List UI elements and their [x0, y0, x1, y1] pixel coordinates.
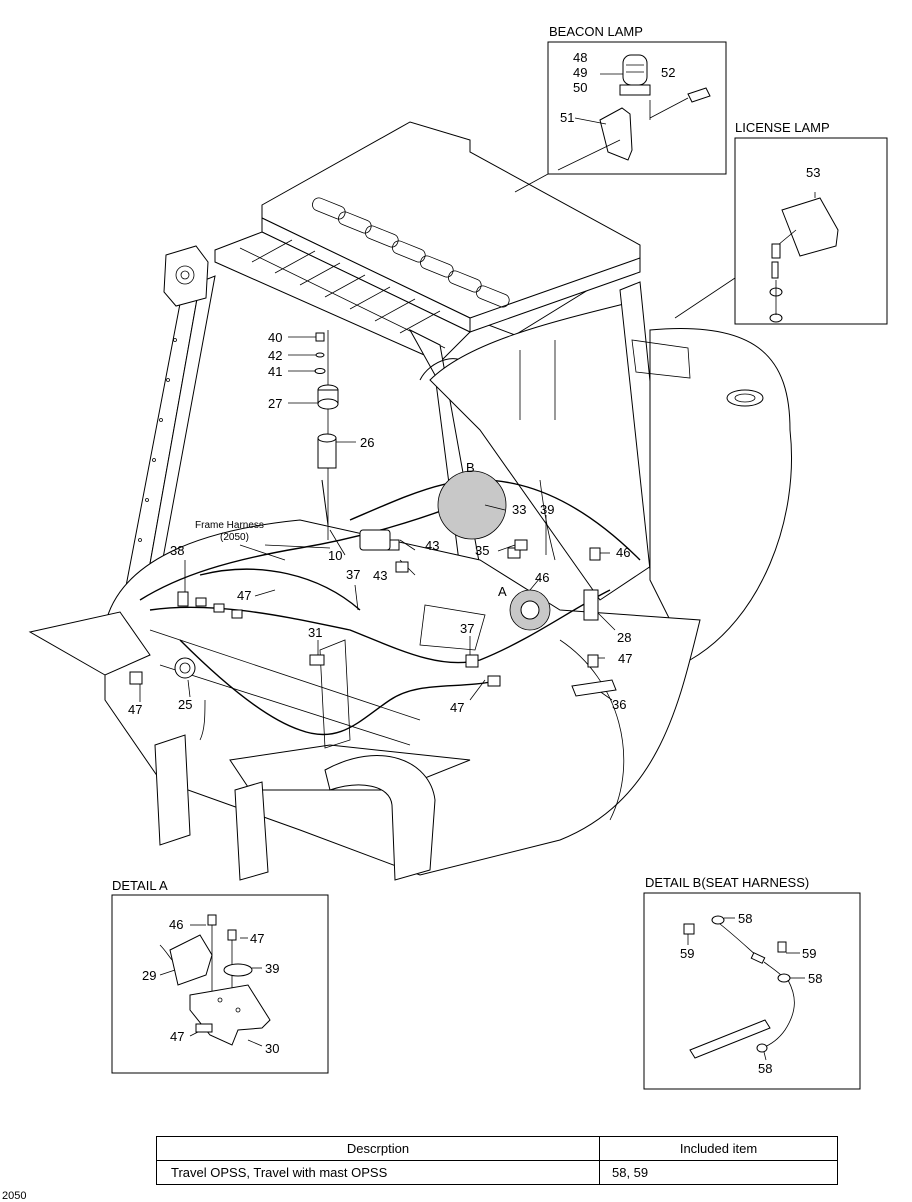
- part-50: 50: [573, 80, 587, 95]
- detail-b-part-58-top: 58: [738, 911, 752, 926]
- table-header-description: Descrption: [156, 1136, 600, 1161]
- part-49: 49: [573, 65, 587, 80]
- marker-b: B: [466, 460, 475, 475]
- part-26: 26: [360, 435, 374, 450]
- beacon-lamp-inset: BEACON LAMP 48 49 50 51 52: [514, 24, 727, 193]
- detail-a-part-47-bottom: 47: [170, 1029, 184, 1044]
- part-48: 48: [573, 50, 587, 65]
- part-46-lower: 46: [535, 570, 549, 585]
- detail-a-part-47-top: 47: [250, 931, 264, 946]
- part-38: 38: [170, 543, 184, 558]
- part-40: 40: [268, 330, 282, 345]
- part-28: 28: [617, 630, 631, 645]
- part-47-bottom: 47: [450, 700, 464, 715]
- part-42: 42: [268, 348, 282, 363]
- detail-a-part-46: 46: [169, 917, 183, 932]
- part-39: 39: [540, 502, 554, 517]
- part-53: 53: [806, 165, 820, 180]
- part-31: 31: [308, 625, 322, 640]
- detail-b-part-59-left: 59: [680, 946, 694, 961]
- frame-harness-code: (2050): [220, 532, 249, 543]
- part-33: 33: [512, 502, 526, 517]
- part-37-upper: 37: [346, 567, 360, 582]
- detail-a-part-39: 39: [265, 961, 279, 976]
- part-25: 25: [178, 697, 192, 712]
- table-cell-description: Travel OPSS, Travel with mast OPSS: [156, 1160, 600, 1185]
- detail-b-part-58-mid: 58: [808, 971, 822, 986]
- marker-a: A: [498, 584, 507, 599]
- part-51: 51: [560, 110, 574, 125]
- table-cell-items: 58, 59: [599, 1160, 838, 1185]
- part-46-main: 46: [616, 545, 630, 560]
- main-labels: 40 42 41 27 26 Frame Harness (2050) 10 4…: [128, 330, 632, 717]
- detail-a-title: DETAIL A: [112, 878, 168, 893]
- rear-frame: [429, 281, 792, 661]
- table-header-included-item: Included item: [599, 1136, 838, 1161]
- detail-b-region: [437, 470, 507, 540]
- part-47-upper-left: 47: [237, 588, 251, 603]
- part-43-b: 43: [373, 568, 387, 583]
- part-10: 10: [328, 548, 342, 563]
- detail-b-title: DETAIL B(SEAT HARNESS): [645, 875, 809, 890]
- detail-b-part-59-right: 59: [802, 946, 816, 961]
- license-lamp-inset: LICENSE LAMP 53: [674, 120, 888, 325]
- part-35: 35: [475, 543, 489, 558]
- detail-a-part-29: 29: [142, 968, 156, 983]
- license-lamp-title: LICENSE LAMP: [735, 120, 830, 135]
- frame-harness-wires: [139, 479, 641, 741]
- detail-a-inset: DETAIL A 46 47 29 39 47 30: [111, 878, 329, 1074]
- table-header-row: Descrption Included item: [156, 1136, 838, 1161]
- leader-lines: [139, 336, 616, 702]
- detail-b-part-58-bottom: 58: [758, 1061, 772, 1076]
- exploded-switch-parts: [314, 330, 339, 540]
- detail-markers: B A: [437, 460, 551, 631]
- part-52: 52: [661, 65, 675, 80]
- frame-harness-label: Frame Harness: [195, 520, 264, 531]
- page-number: 2050: [2, 1190, 27, 1202]
- detail-b-inset: DETAIL B(SEAT HARNESS) 58 59 59 58 58: [643, 875, 861, 1090]
- chassis: [28, 519, 701, 881]
- part-47-right: 47: [618, 651, 632, 666]
- part-27: 27: [268, 396, 282, 411]
- detail-a-part-30: 30: [265, 1041, 279, 1056]
- part-43-a: 43: [425, 538, 439, 553]
- part-37-lower: 37: [460, 621, 474, 636]
- table-row: Travel OPSS, Travel with mast OPSS 58, 5…: [156, 1160, 838, 1185]
- overhead-guard: [214, 121, 641, 363]
- part-36: 36: [612, 697, 626, 712]
- connectors: [129, 529, 617, 697]
- part-47-left: 47: [128, 702, 142, 717]
- part-41: 41: [268, 364, 282, 379]
- beacon-lamp-title: BEACON LAMP: [549, 24, 643, 39]
- included-items-table: Descrption Included item Travel OPSS, Tr…: [156, 1136, 838, 1185]
